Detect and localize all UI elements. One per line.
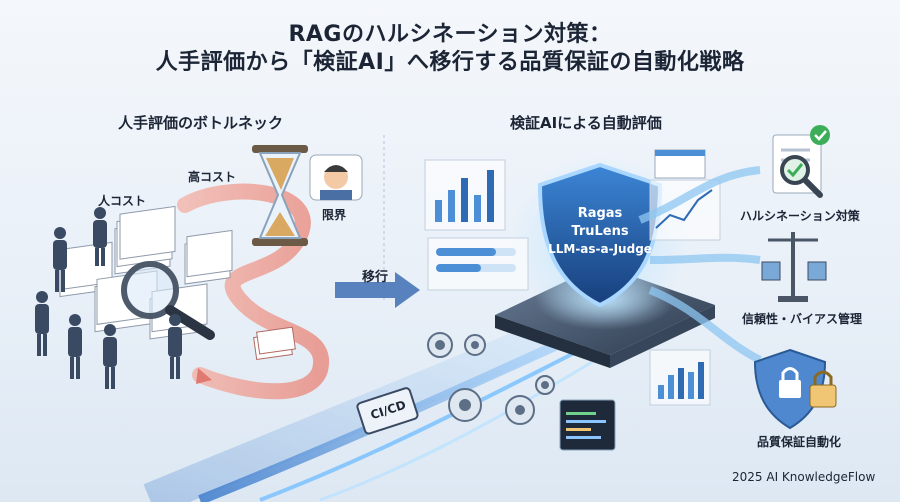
browser-panel-icon <box>654 149 706 179</box>
title-line-2: 人手評価から「検証AI」へ移行する品質保証の自動化戦略 <box>155 50 745 75</box>
code-window-icon <box>559 399 616 451</box>
shield-line-ragas: Ragas <box>577 206 623 221</box>
scale-icon <box>761 232 827 302</box>
outcome-reliability: 信頼性・バイアス管理 <box>742 312 863 326</box>
progress-panel <box>427 237 529 291</box>
lock-shield-icon <box>753 348 837 430</box>
shield-icon <box>510 155 690 325</box>
label-limit: 限界 <box>322 208 347 222</box>
bottleneck-path <box>177 183 330 400</box>
cicd-tag <box>356 387 419 435</box>
title-line-1: RAGのハルシネーション対策： <box>288 22 612 47</box>
person-icon <box>103 324 117 389</box>
person-icon <box>53 227 67 292</box>
small-paper-stack <box>253 326 296 360</box>
outcome-hallucination: ハルシネーション対策 <box>740 209 860 223</box>
outcome-qa-automation: 品質保証自動化 <box>757 435 842 449</box>
label-human-cost: 人コスト <box>98 194 147 208</box>
people-group <box>35 207 182 389</box>
left-section-heading: 人手評価のボトルネック <box>118 114 284 132</box>
document-check-icon <box>772 125 830 198</box>
migration-arrow-icon <box>335 272 420 308</box>
right-section-heading: 検証AIによる自動評価 <box>510 114 662 132</box>
path-arrow-icon <box>196 368 212 384</box>
bar-chart-icon-2 <box>649 349 711 406</box>
outcome-arrows <box>638 166 762 364</box>
hourglass-icon <box>252 145 308 246</box>
footer-credit: 2025 AI KnowledgeFlow <box>732 470 876 484</box>
bar-chart-icon <box>424 159 506 231</box>
magnifier-icon <box>121 261 215 340</box>
person-icon <box>35 291 49 356</box>
person-icon <box>93 207 107 266</box>
label-high-cost: 高コスト <box>188 170 237 184</box>
person-icon <box>68 314 82 379</box>
stressed-person-icon <box>309 154 363 201</box>
migration-label: 移行 <box>362 270 389 285</box>
paper-stacks <box>59 205 233 340</box>
shield-line-trulens: TruLens <box>571 224 629 239</box>
gear-icon <box>427 332 555 425</box>
person-icon <box>168 314 182 379</box>
shield-line-llm-judge: LLM-as-a-Judge <box>548 242 652 256</box>
